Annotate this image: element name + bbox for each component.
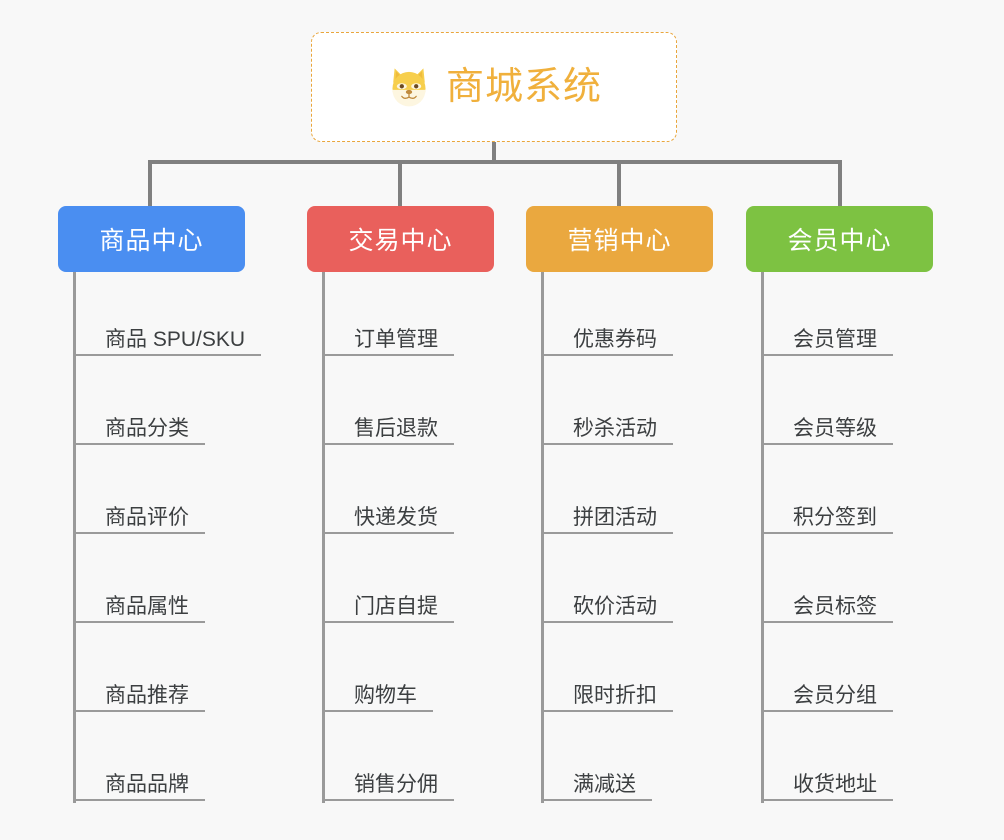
leaf-underline (322, 799, 454, 801)
leaf-label: 会员管理 (793, 328, 877, 351)
leaf-underline (73, 532, 205, 534)
branch-header-交易中心[interactable]: 交易中心 (307, 206, 494, 272)
branch-trunk-3 (541, 272, 544, 803)
leaf-label: 商品品牌 (105, 773, 189, 796)
leaf-label: 优惠券码 (573, 328, 657, 351)
leaf-underline (322, 354, 454, 356)
leaf-underline (761, 710, 893, 712)
leaf-underline (322, 532, 454, 534)
connector-root-stem (492, 142, 496, 162)
leaf-label: 满减送 (573, 773, 636, 796)
leaf-underline (73, 710, 205, 712)
branch-header-商品中心[interactable]: 商品中心 (58, 206, 245, 272)
leaf-label: 商品分类 (105, 417, 189, 440)
connector-drop-branch-2 (398, 160, 402, 206)
leaf-underline (322, 621, 454, 623)
connector-drop-branch-4 (838, 160, 842, 206)
leaf-underline (541, 621, 673, 623)
leaf-label: 积分签到 (793, 506, 877, 529)
leaf-underline (541, 532, 673, 534)
leaf-label: 快递发货 (354, 506, 438, 529)
leaf-underline (541, 799, 652, 801)
leaf-underline (541, 710, 673, 712)
leaf-underline (761, 443, 893, 445)
connector-drop-branch-3 (617, 160, 621, 206)
leaf-underline (322, 710, 433, 712)
leaf-label: 商品 SPU/SKU (105, 328, 246, 351)
leaf-underline (73, 799, 205, 801)
branch-trunk-2 (322, 272, 325, 803)
leaf-label: 秒杀活动 (573, 417, 657, 440)
branch-header-营销中心[interactable]: 营销中心 (526, 206, 713, 272)
leaf-underline (73, 354, 261, 356)
leaf-underline (761, 799, 893, 801)
leaf-underline (322, 443, 454, 445)
leaf-label: 砍价活动 (573, 595, 657, 618)
connector-bus (148, 160, 842, 164)
leaf-label: 售后退款 (354, 417, 438, 440)
shiba-dog-face-icon (386, 64, 432, 110)
branch-trunk-1 (73, 272, 76, 803)
leaf-label: 收货地址 (793, 773, 877, 796)
leaf-label: 拼团活动 (573, 506, 657, 529)
leaf-label: 商品推荐 (105, 684, 189, 707)
leaf-underline (541, 354, 673, 356)
leaf-label: 门店自提 (354, 595, 438, 618)
leaf-underline (541, 443, 673, 445)
branch-header-会员中心[interactable]: 会员中心 (746, 206, 933, 272)
leaf-label: 会员等级 (793, 417, 877, 440)
leaf-label: 商品属性 (105, 595, 189, 618)
leaf-label: 会员分组 (793, 684, 877, 707)
root-title: 商城系统 (445, 66, 602, 108)
leaf-underline (761, 354, 893, 356)
branch-trunk-4 (761, 272, 764, 803)
leaf-label: 购物车 (354, 684, 417, 707)
leaf-label: 限时折扣 (573, 684, 657, 707)
leaf-underline (73, 621, 205, 623)
leaf-underline (73, 443, 205, 445)
connector-drop-branch-1 (148, 160, 152, 206)
leaf-underline (761, 621, 893, 623)
leaf-label: 订单管理 (354, 328, 438, 351)
root-node[interactable]: 商城系统 (311, 32, 677, 142)
leaf-label: 销售分佣 (354, 773, 438, 796)
leaf-label: 会员标签 (793, 595, 877, 618)
leaf-underline (761, 532, 893, 534)
leaf-label: 商品评价 (105, 506, 189, 529)
